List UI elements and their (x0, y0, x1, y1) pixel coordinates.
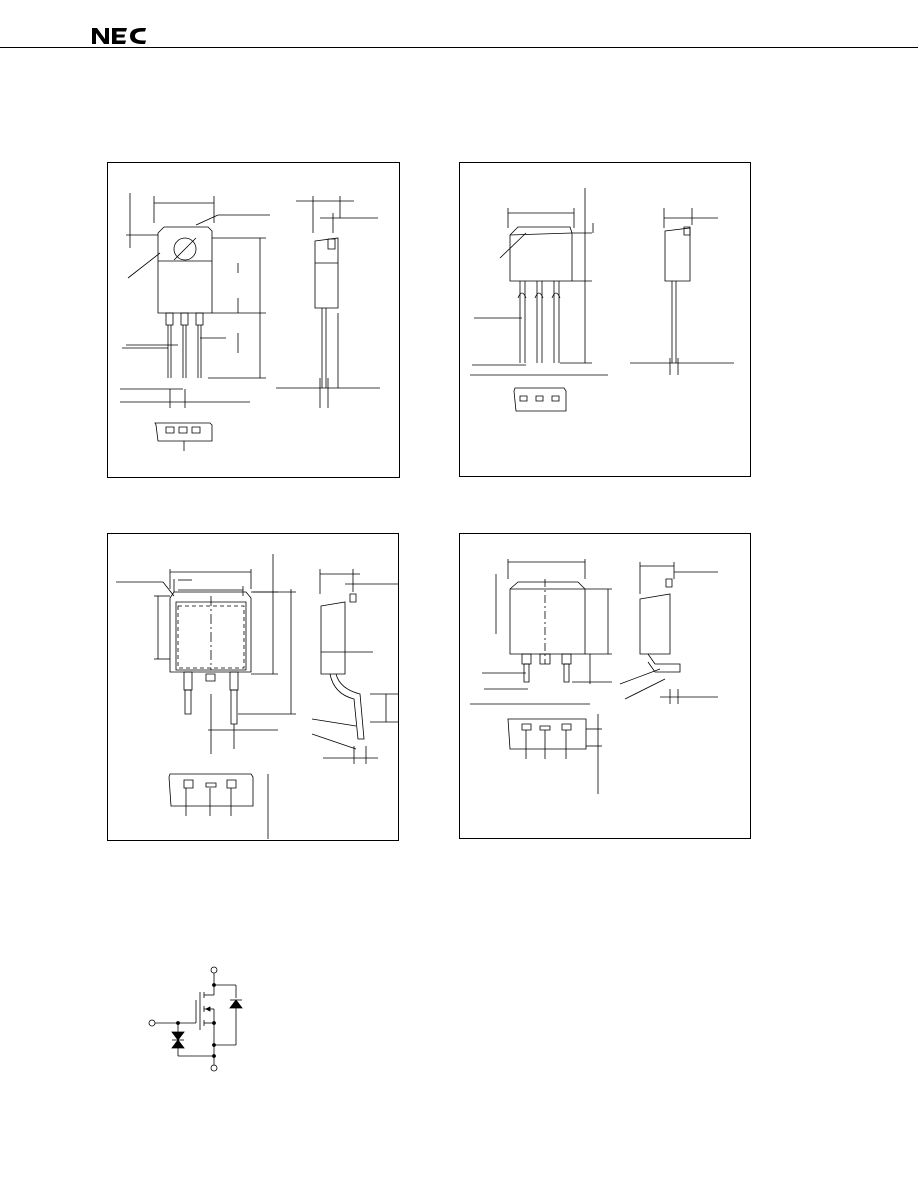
mosfet-equivalent-circuit (140, 960, 260, 1080)
package-drawing-3 (107, 533, 399, 841)
header-rule (0, 47, 918, 48)
to220-outline-drawing (108, 163, 401, 479)
smd-outline-drawing (460, 534, 752, 840)
package-drawing-2 (459, 162, 751, 477)
package-drawing-4 (459, 533, 751, 839)
nec-logo-icon (92, 28, 146, 44)
to262-outline-drawing (460, 163, 752, 478)
to263-outline-drawing (108, 534, 400, 842)
package-drawing-1 (107, 162, 400, 478)
